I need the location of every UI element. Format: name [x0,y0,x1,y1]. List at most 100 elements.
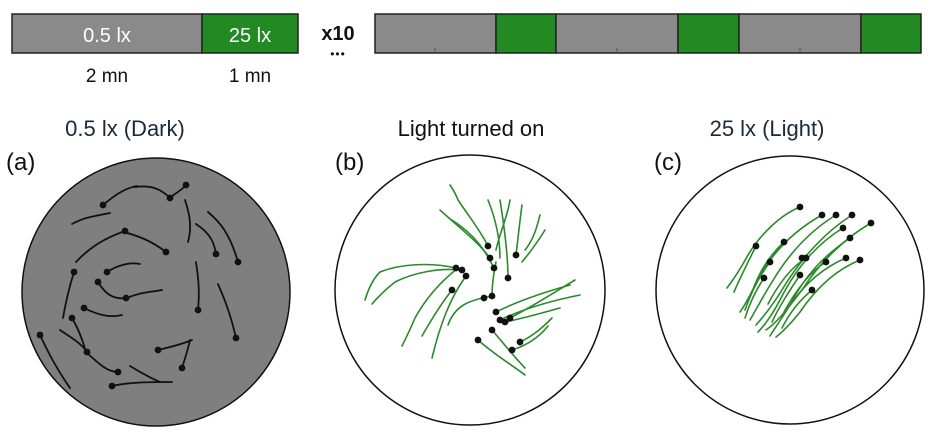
fish-head [490,264,498,272]
track [789,257,847,306]
panel-a-arena [21,157,291,427]
panel-c-title-value: 25 lx [710,116,756,141]
fish-head [212,250,220,258]
fish-head [458,266,466,274]
track [733,245,757,293]
panel-c-heads [752,203,875,294]
track [521,229,546,263]
fish-head [822,258,830,266]
fish-head [68,314,76,322]
fish-head [504,274,512,282]
ellipsis-glyph: ••• [330,47,346,61]
fish-head [848,211,856,219]
panel-a-letter: (a) [6,149,35,176]
track [184,199,192,243]
track [515,204,523,256]
panel-b-tracks [364,184,581,376]
fish-head [798,254,806,262]
fish-head [83,348,91,356]
fish-head [166,194,174,202]
panel-a-heads [36,181,242,390]
fish-head [486,254,494,262]
fish-head [508,346,516,354]
fish-head [867,219,875,227]
protocol-timeline: 0.5 lx 25 lx 2 mn 1 mn [11,13,299,87]
fish-head [182,181,190,189]
track [495,199,511,251]
track [129,365,161,383]
fish-head [842,254,850,262]
dark-duration-label: 2 mn [86,66,128,87]
track [775,259,861,338]
fish-head [839,224,847,232]
fish-head [796,203,804,211]
fish-head [492,308,500,316]
seq-light-block [860,13,922,54]
track [755,214,853,326]
panel-c-letter: (c) [654,149,682,176]
seq-light-block [495,13,557,54]
track [744,277,765,319]
fish-head [501,318,509,326]
seq-light-block [677,13,740,54]
track [83,307,123,318]
fish-head [832,211,840,219]
panel-c-arena [655,155,925,425]
panel-b-letter: (b) [335,149,364,176]
fish-head [80,304,88,312]
light-block [201,13,299,54]
track [126,289,163,299]
fish-head [760,274,768,282]
track [511,325,549,351]
track [771,274,801,323]
panel-a-dish [21,157,291,427]
fish-head [462,272,470,280]
fish-head [108,382,116,390]
panel-a-title-value: 0.5 lx [65,116,118,141]
fish-head [94,278,102,286]
fish-head [780,238,788,246]
track [401,267,459,347]
seq-dark-block [738,13,862,54]
fish-head [484,242,492,250]
fish-head [121,227,129,235]
fish-head [488,326,496,334]
seq-dark-block [374,13,497,54]
fish-head [488,292,496,300]
track [744,261,771,311]
track [781,289,813,329]
fish-head [846,234,854,242]
fish-head [162,248,170,256]
track [726,206,801,289]
fish-head [448,286,456,294]
track [451,219,495,269]
fish-head [194,306,202,314]
fish-head [114,368,122,376]
track [75,230,126,263]
panel-a-title-note: (Dark) [124,116,185,141]
track [102,185,138,206]
track [111,381,173,387]
fish-head [516,338,524,346]
panel-b-dish [334,154,606,426]
fish-head [856,256,864,264]
fish-head [99,201,107,209]
track [195,261,200,311]
track [39,334,71,389]
track [134,185,171,199]
track [431,275,467,359]
track [487,199,501,259]
fish-head [70,268,78,276]
track [524,214,541,251]
track [477,339,526,376]
fish-head [818,211,826,219]
fish-head [752,242,760,250]
fish-head [808,286,816,294]
seq-dark-block [555,13,679,54]
track [421,289,453,337]
fish-head [178,364,186,372]
dark-block-label: 0.5 lx [83,25,131,47]
track [371,268,461,305]
track [519,317,553,343]
fish-head [796,271,804,279]
